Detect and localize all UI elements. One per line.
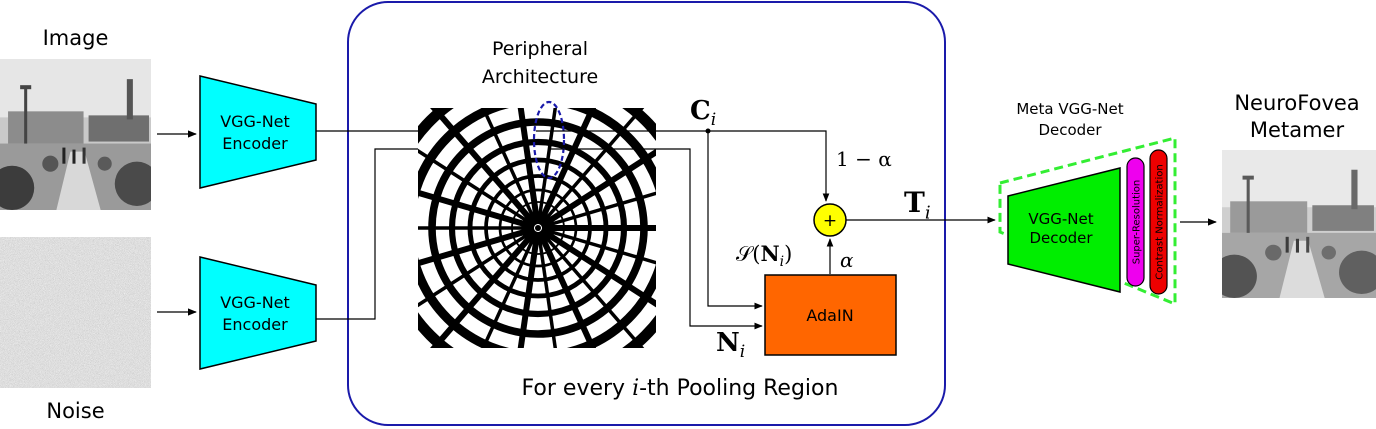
pooling-spoke — [539, 148, 656, 229]
s-n: N — [760, 241, 780, 266]
pooling-spoke — [536, 108, 597, 226]
super-resolution-label: Super-Resolution — [1132, 180, 1143, 265]
pooling-spoke — [517, 231, 541, 348]
pooling-ring — [529, 219, 547, 237]
fovea-center — [535, 225, 541, 231]
t-i-label: Ti — [904, 186, 931, 224]
s-sub: i — [779, 254, 785, 271]
one-minus-alpha-label: 1 − α — [836, 147, 892, 171]
contrast-normalization-label: Contrast Normalization — [1155, 164, 1166, 279]
selected-pooling-region — [532, 100, 566, 180]
output-title: NeuroFovea Metamer — [1218, 90, 1376, 144]
top-encoder-label-line2: Encoder — [222, 134, 288, 153]
pooling-ring — [484, 174, 592, 282]
s-n-i-label: 𝒮(Ni) — [736, 241, 792, 270]
c-to-adain-arrow — [707, 131, 763, 310]
contrast-normalization-pill — [1149, 149, 1168, 295]
c-i-label: Ci — [690, 96, 716, 130]
bottom-encoder-label-line2: Encoder — [222, 315, 288, 334]
pooling-ring — [511, 201, 565, 255]
pooling-spoke — [418, 148, 536, 228]
meta-decoder-title-line1: Meta VGG-Net — [1016, 100, 1124, 118]
n-i-label: Ni — [716, 328, 745, 362]
top-encoder-shape — [199, 75, 317, 189]
image-label: Image — [42, 26, 109, 50]
bottom-encoder-label: VGG-Net Encoder — [200, 292, 310, 336]
decoder-label-line2: Decoder — [1029, 229, 1093, 247]
noise-feature-line — [316, 148, 420, 320]
input-image — [0, 59, 151, 210]
pooling-spoke — [536, 231, 558, 348]
pooling-spoke — [536, 230, 597, 348]
peripheral-title-line1: Peripheral — [491, 38, 589, 60]
pooling-ring — [498, 188, 578, 268]
top-encoder-label-line1: VGG-Net — [220, 112, 290, 131]
alpha-label: α — [840, 248, 854, 272]
n-to-adain-arrow — [548, 148, 763, 330]
bottom-encoder-shape — [199, 256, 317, 370]
output-title-line1: NeuroFovea — [1234, 91, 1360, 115]
top-encoder-label: VGG-Net Encoder — [200, 111, 310, 155]
meta-decoder-title: Meta VGG-Net Decoder — [995, 99, 1145, 141]
pooling-spoke — [536, 108, 558, 225]
pooling-spoke — [418, 189, 536, 230]
pooling-ring — [467, 157, 609, 299]
pooling-spoke — [517, 108, 541, 225]
peripheral-title-line2: Architecture — [481, 66, 599, 88]
output-metamer-image — [1222, 150, 1376, 298]
super-resolution-pill — [1126, 157, 1145, 287]
noise-label: Noise — [46, 399, 105, 423]
noise-image — [0, 237, 151, 388]
pooling-spoke — [541, 191, 656, 229]
output-title-line2: Metamer — [1249, 118, 1345, 142]
decoder-label-line1: VGG-Net — [1028, 210, 1093, 228]
adain-label: AdaIN — [806, 306, 853, 325]
t-sub: i — [924, 202, 931, 224]
n-main: N — [716, 328, 740, 358]
decoder-shape — [1007, 167, 1121, 293]
c-path — [536, 130, 830, 202]
s-suffix: ) — [784, 242, 793, 266]
t-main: T — [904, 186, 925, 219]
sum-node-symbol: + — [823, 211, 837, 231]
n-sub: i — [739, 342, 746, 363]
pooling-ring — [428, 118, 648, 338]
adain-box — [764, 274, 897, 356]
pooling-ring — [448, 138, 628, 318]
pooling-regions-pattern — [418, 108, 656, 348]
s-prefix: 𝒮( — [736, 242, 761, 266]
c-sub: i — [710, 110, 717, 131]
pooling-spoke — [418, 228, 536, 308]
caption-suffix: -th Pooling Region — [639, 376, 839, 401]
pooling-spoke — [541, 227, 656, 265]
meta-decoder-title-line2: Decoder — [1038, 121, 1102, 139]
c-main: C — [690, 96, 711, 126]
pooling-spoke — [418, 226, 536, 267]
caption-prefix: For every — [521, 376, 633, 401]
bottom-encoder-label-line1: VGG-Net — [220, 293, 290, 312]
pooling-spoke — [539, 227, 656, 308]
caption-variable: i — [632, 376, 640, 401]
peripheral-architecture-title: Peripheral Architecture — [450, 35, 630, 91]
pooling-spoke — [481, 230, 538, 348]
pooling-spoke — [481, 108, 538, 226]
pooling-ring — [521, 211, 555, 245]
peripheral-panel-border — [347, 1, 946, 426]
pooling-region-caption: For every i-th Pooling Region — [430, 376, 930, 401]
meta-decoder-border — [998, 136, 1177, 307]
